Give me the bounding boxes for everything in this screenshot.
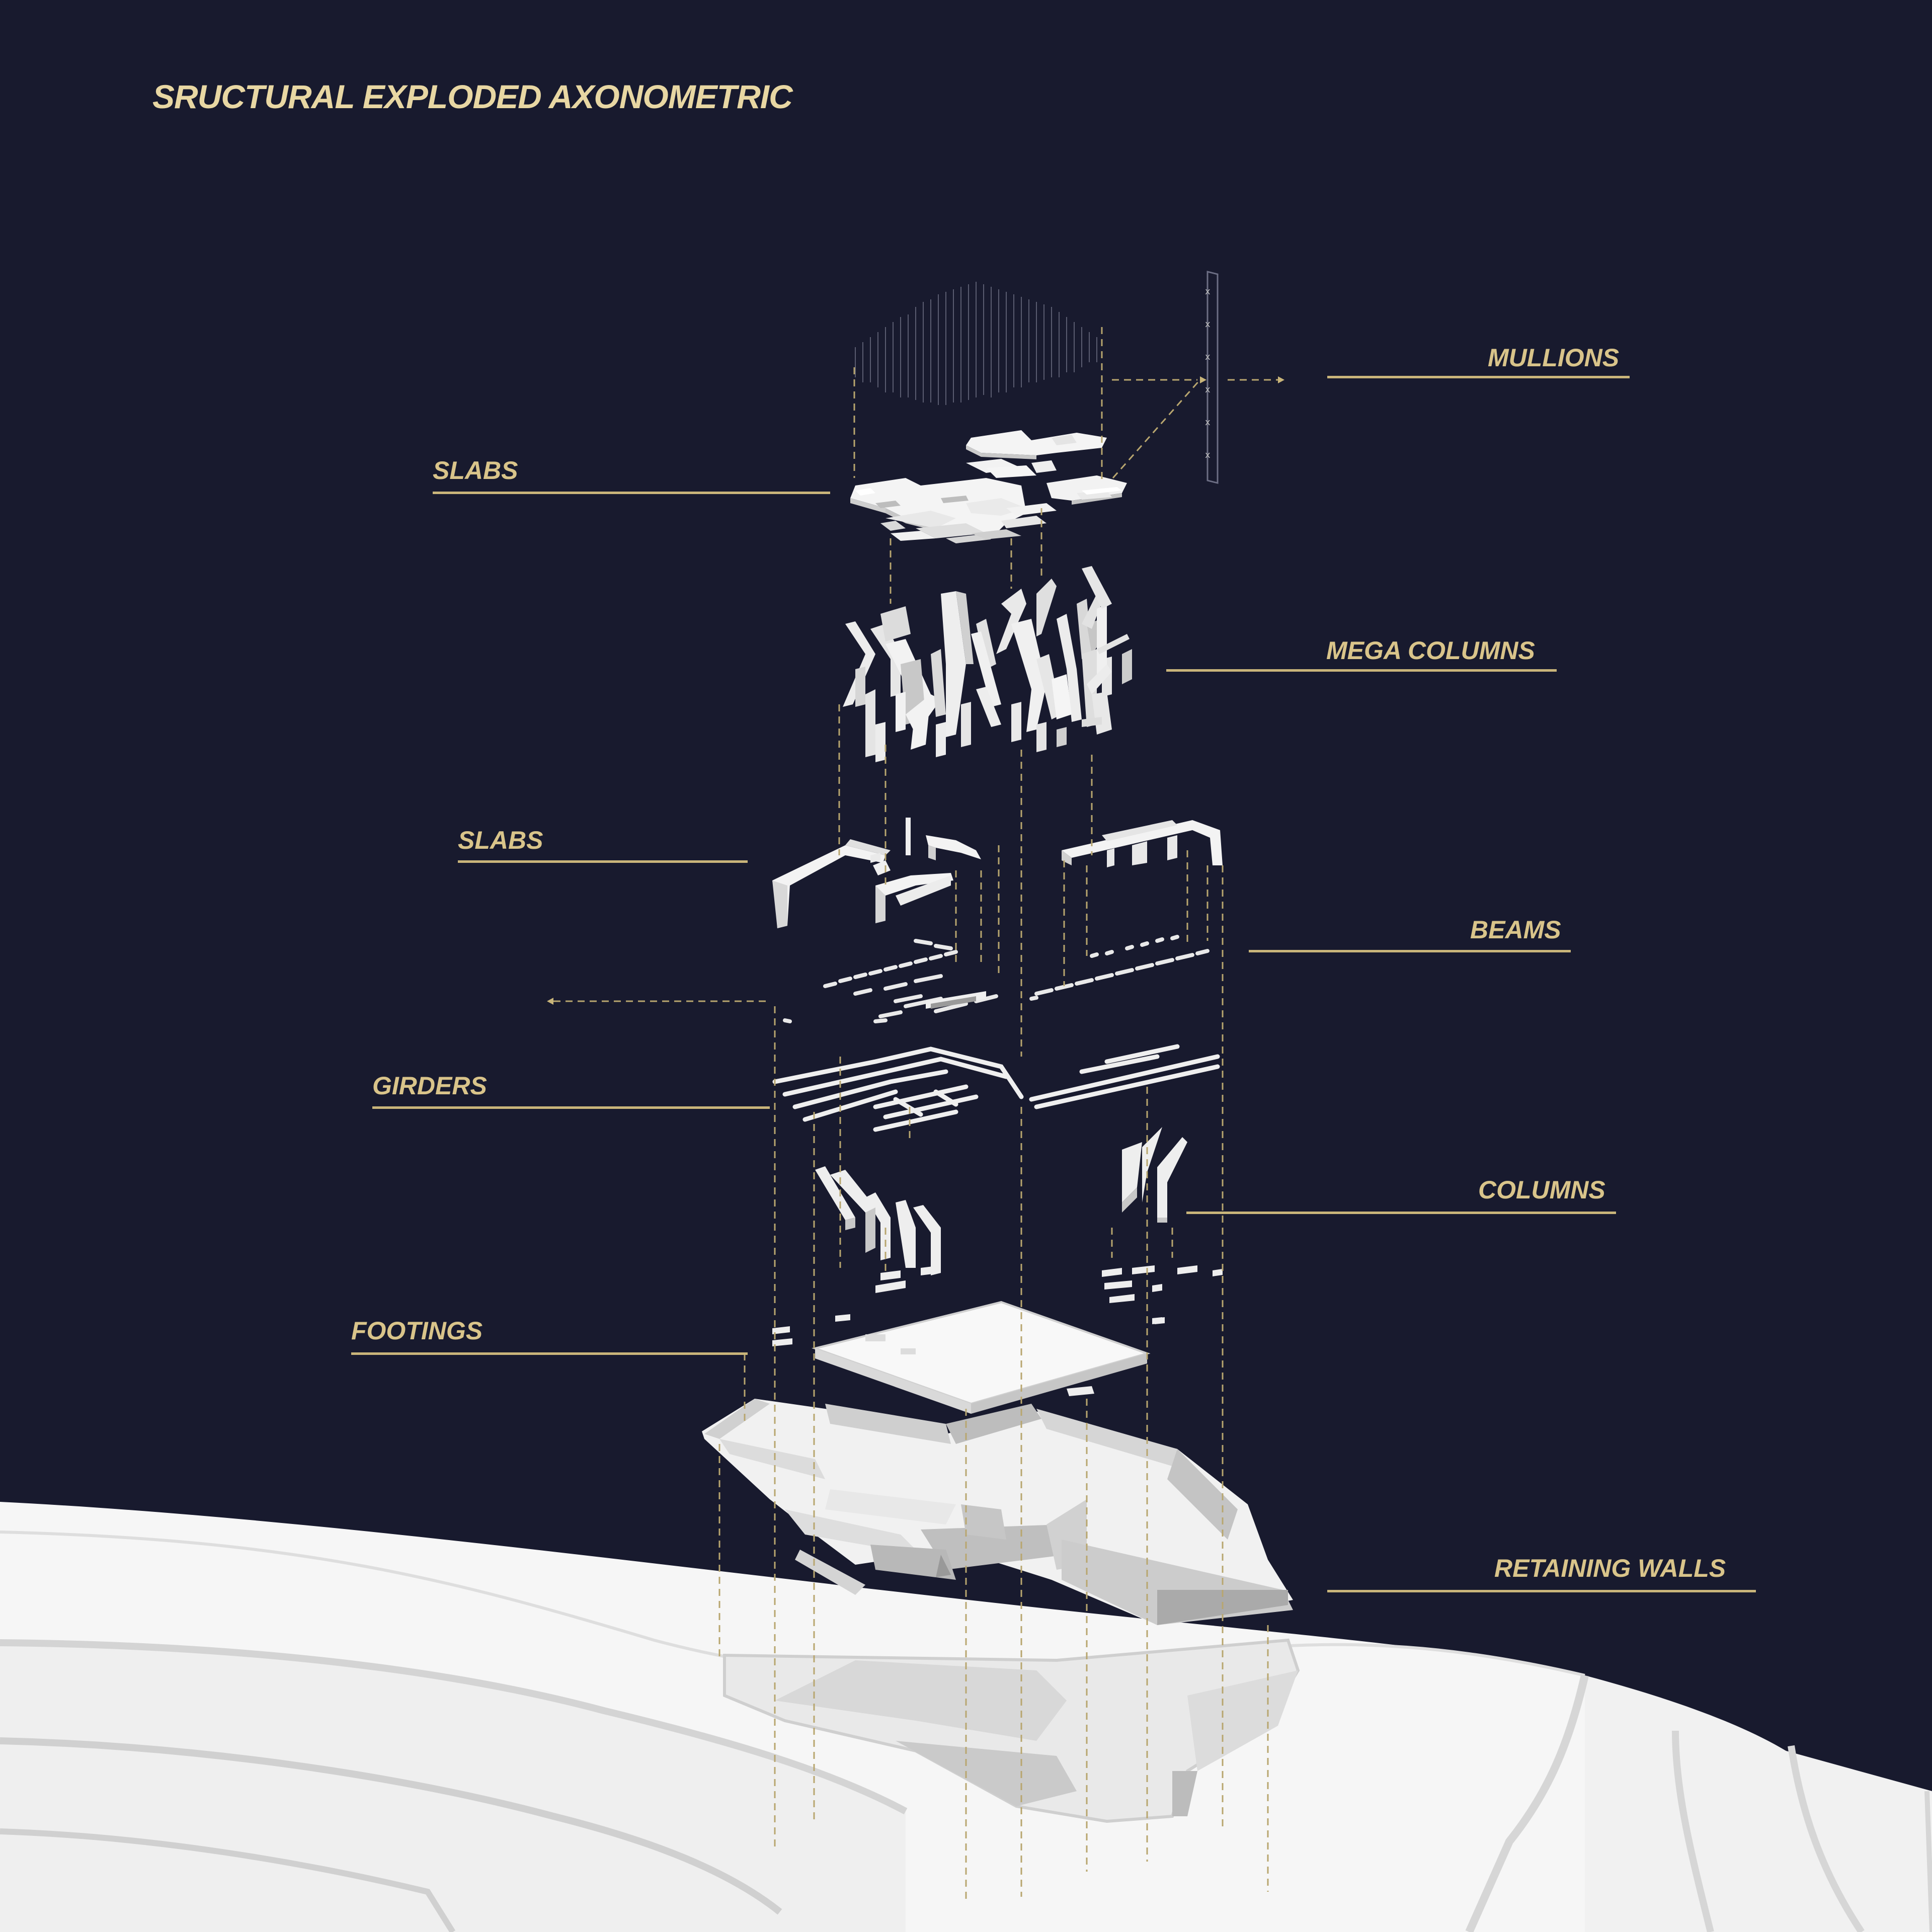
leader-retaining-walls [1327, 1590, 1756, 1592]
label-slabs-lower: SLABS [458, 826, 543, 854]
terrain [0, 1502, 1932, 1932]
svg-text:x: x [1205, 352, 1211, 362]
label-mullions: MULLIONS [1488, 344, 1620, 372]
leader-columns [1186, 1212, 1616, 1214]
beams-model [783, 935, 1210, 1023]
label-girders: GIRDERS [372, 1072, 487, 1100]
columns-model [815, 1127, 1223, 1324]
leader-slabs-upper [433, 492, 830, 494]
mullions-model [855, 282, 1097, 405]
label-columns: COLUMNS [1478, 1176, 1605, 1204]
footings-model [772, 1301, 1162, 1414]
retaining-walls-model [702, 1399, 1293, 1625]
lower-slabs-model [772, 818, 1223, 928]
svg-text:x: x [1205, 286, 1211, 297]
mega-columns-model [843, 566, 1132, 762]
label-beams: BEAMS [1470, 916, 1561, 944]
mullion-detail: x x x x x x [1205, 271, 1219, 484]
leader-mega-columns [1166, 669, 1557, 672]
label-mega-columns: MEGA COLUMNS [1326, 636, 1535, 665]
label-slabs-upper: SLABS [433, 456, 518, 485]
svg-text:x: x [1205, 417, 1211, 428]
upper-slabs-model [850, 430, 1127, 543]
leader-girders [372, 1106, 770, 1109]
leader-beams [1249, 950, 1571, 952]
svg-text:x: x [1205, 384, 1211, 395]
label-footings: FOOTINGS [351, 1317, 483, 1345]
arrow-heads [547, 376, 1284, 1005]
svg-text:x: x [1205, 319, 1211, 330]
girders-model [772, 1044, 1220, 1132]
label-retaining-walls: RETAINING WALLS [1494, 1554, 1726, 1582]
svg-text:x: x [1205, 450, 1211, 460]
projection-lines [553, 327, 1278, 1902]
diagram-title: SRUCTURAL EXPLODED AXONOMETRIC [152, 78, 793, 115]
leader-footings [351, 1352, 748, 1355]
leader-mullions [1327, 376, 1630, 378]
leader-slabs-lower [458, 860, 748, 863]
